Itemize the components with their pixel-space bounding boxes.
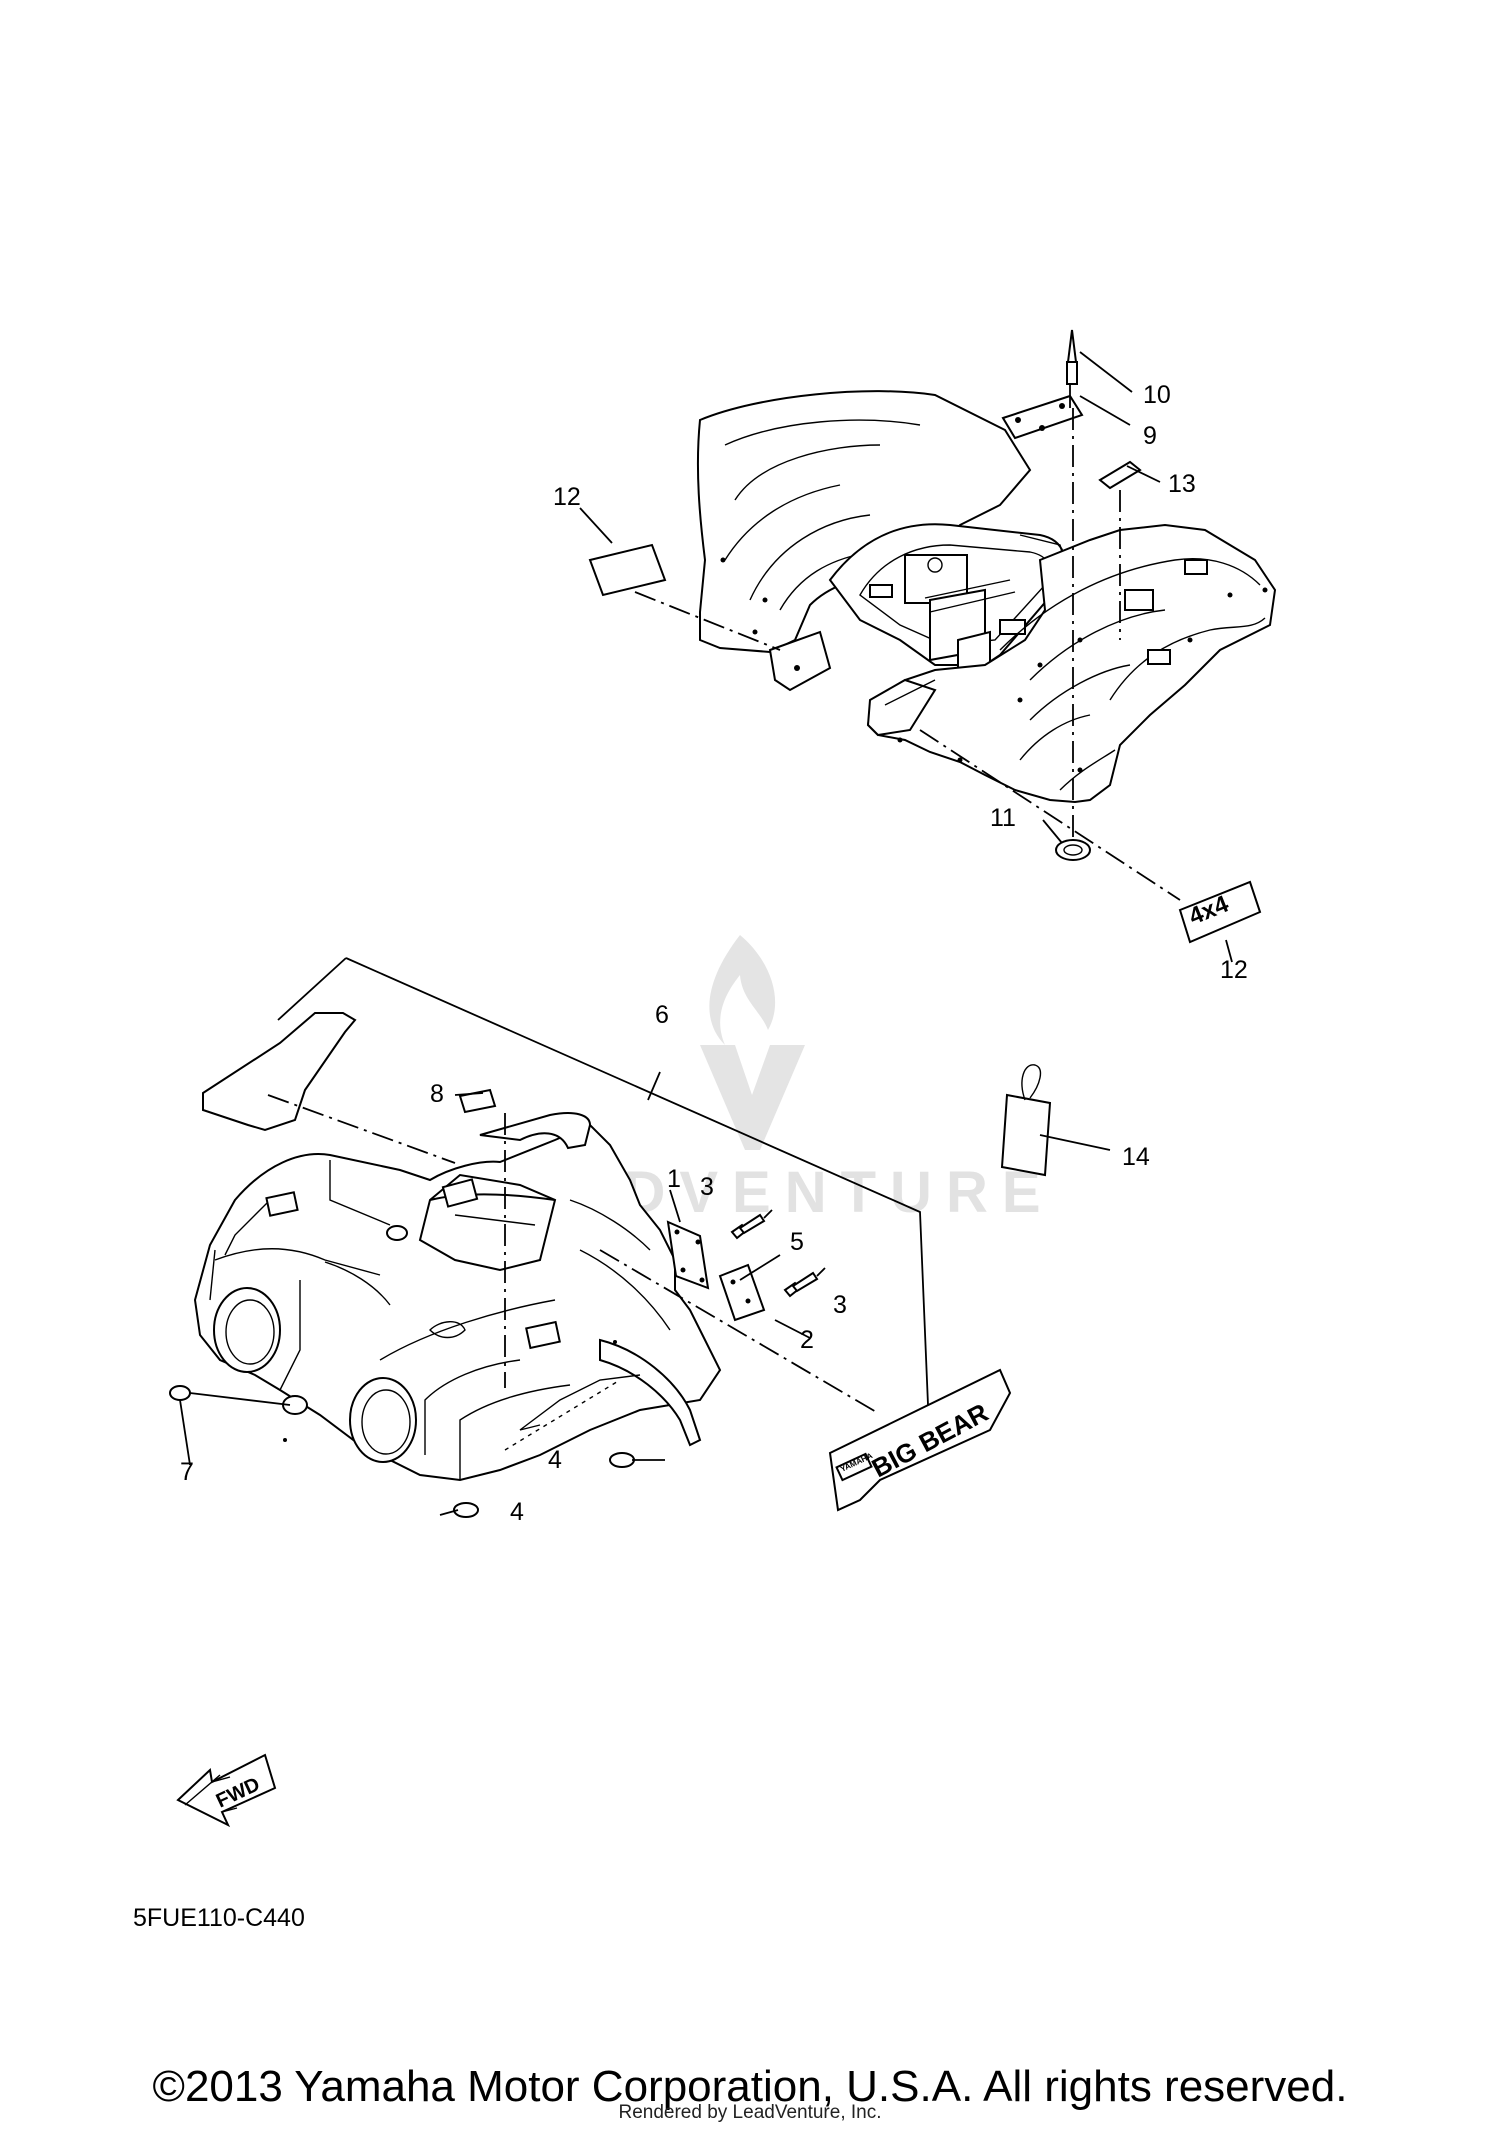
part-4-grommet-lower <box>453 1502 479 1518</box>
part-3-rivet-upper <box>730 1209 773 1240</box>
decal-4x4: 4x4 <box>1178 880 1262 944</box>
callout-14: 14 <box>1122 1143 1150 1171</box>
callout-8: 8 <box>430 1080 444 1108</box>
callout-12-lower: 12 <box>1220 956 1248 984</box>
callout-10: 10 <box>1143 381 1171 409</box>
diagram-code: 5FUE110-C440 <box>133 1904 305 1932</box>
front-fender <box>193 1112 722 1482</box>
callout-3-upper: 3 <box>700 1173 714 1201</box>
callout-2: 2 <box>800 1326 814 1354</box>
callout-4-right: 4 <box>548 1446 562 1474</box>
callout-5: 5 <box>790 1228 804 1256</box>
copyright-notice: ©2013 Yamaha Motor Corporation, U.S.A. A… <box>152 2062 1348 2111</box>
callout-4-lower: 4 <box>510 1498 524 1526</box>
part-3-rivet-lower <box>783 1267 826 1298</box>
callout-1: 1 <box>667 1165 681 1193</box>
decal-big-bear: YAMAHA BIG BEAR <box>828 1368 1012 1512</box>
part-4-grommet-right <box>609 1452 635 1468</box>
part-14-tag <box>1000 1064 1111 1177</box>
callout-3-lower: 3 <box>833 1291 847 1319</box>
callout-12-upper: 12 <box>553 483 581 511</box>
callout-9: 9 <box>1143 422 1157 450</box>
leader-6-triangle <box>345 957 929 1406</box>
rendered-by-notice: Rendered by LeadVenture, Inc. <box>618 2102 882 2123</box>
part-2-bracket <box>718 1263 766 1322</box>
part-11-grommet <box>1055 839 1091 861</box>
fwd-arrow-icon: FWD <box>176 1753 277 1828</box>
leader-4x4 <box>919 729 1181 901</box>
callout-13: 13 <box>1168 470 1196 498</box>
callout-7: 7 <box>180 1458 194 1486</box>
rear-fender <box>696 390 1277 804</box>
callout-11: 11 <box>990 804 1016 832</box>
part-13-label <box>1098 460 1142 490</box>
part-6-cover <box>202 1012 357 1132</box>
part-8-label <box>458 1088 497 1114</box>
part-1-plate <box>666 1220 710 1290</box>
callout-6: 6 <box>655 1001 669 1029</box>
decal-12-left <box>588 543 781 651</box>
part-7-plug <box>169 1385 191 1401</box>
part-10-rivet <box>1066 329 1078 408</box>
part-9 <box>1001 394 1084 440</box>
